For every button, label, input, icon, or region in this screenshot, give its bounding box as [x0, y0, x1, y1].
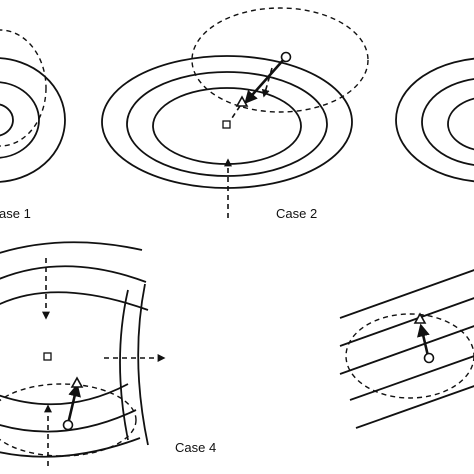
case-4-label: Case 4 [175, 440, 216, 455]
saddle-contour [0, 383, 129, 406]
saddle-contour [0, 437, 141, 458]
saddle-contour [137, 283, 149, 446]
step-arrow [244, 57, 286, 104]
contour-ellipse [0, 103, 14, 137]
trial-point-triangle [70, 376, 84, 388]
saddle-contour [0, 409, 137, 433]
panel-case-2: Case 2 [101, 7, 369, 221]
contour-line [355, 385, 474, 429]
case-2-label: Case 2 [276, 206, 317, 221]
start-point-circle [280, 51, 292, 63]
trust-region-dashed [191, 7, 369, 113]
trust-region-dashed [0, 29, 47, 147]
saddle-contour [0, 265, 147, 283]
contour-line [339, 297, 474, 347]
optimum-square [222, 120, 231, 129]
panel-case-4: Case 4 [0, 241, 216, 466]
saddle-contour [119, 289, 129, 441]
contour-ellipse [395, 57, 474, 183]
contour-ellipse [0, 57, 66, 183]
contour-line [339, 269, 474, 319]
contour-ellipse [447, 97, 474, 151]
trust-region-dashed [345, 313, 474, 399]
panel-case-5 [339, 269, 474, 429]
contour-ellipse [101, 55, 353, 189]
panel-case-1: ase 1 [0, 29, 66, 221]
panel-case-3 [395, 57, 474, 183]
saddle-contour [0, 241, 143, 254]
gradient-arrow [261, 67, 273, 98]
saddle-point-square [43, 352, 52, 361]
start-point-circle [423, 352, 435, 364]
trial-point-triangle [413, 312, 427, 324]
step-arrow [66, 383, 81, 425]
contour-line [339, 325, 474, 375]
trial-point-triangle [235, 95, 249, 107]
contour-ellipse [126, 71, 328, 177]
contour-ellipse [421, 78, 474, 166]
step-arrow [417, 323, 430, 357]
contour-ellipse [0, 81, 40, 159]
start-point-circle [62, 419, 74, 431]
contour-line [349, 355, 474, 401]
case-1-label: ase 1 [0, 206, 31, 221]
trust-region-dashed [0, 383, 137, 457]
